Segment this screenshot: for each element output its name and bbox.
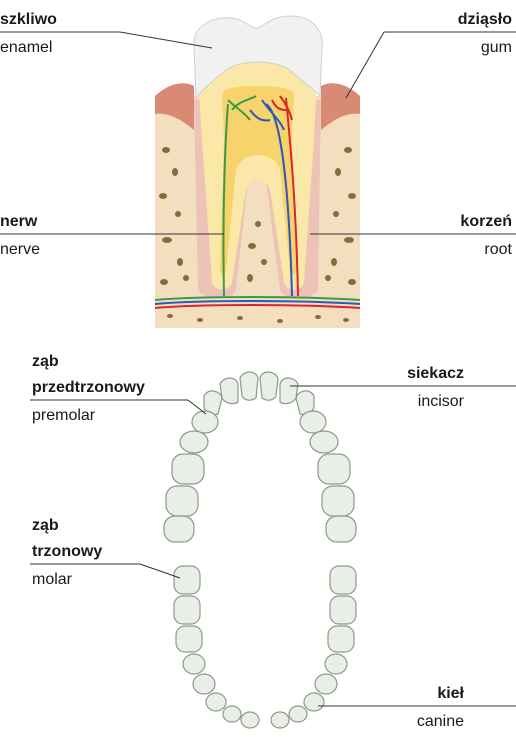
label-enamel-en: enamel [0,38,52,57]
label-gum-en: gum [481,38,512,57]
lower-arch [174,566,356,728]
tooth-lower-incisor-1 [223,706,241,722]
tooth-lower-canine-1 [206,693,226,711]
tooth-lower-canine-2 [304,693,324,711]
label-gum-pl: dziąsło [458,10,512,29]
label-canine-en: canine [417,712,464,731]
tooth-molar-2 [318,454,350,484]
tooth-lower-incisor-4 [271,712,289,728]
tooth-incisor-4 [280,378,298,404]
tooth-lower-premolar-1 [183,654,205,674]
tooth-molar-1 [172,454,204,484]
tooth-premolar-4 [310,431,338,453]
label-canine-pl: kieł [437,684,464,703]
tooth-lower-premolar-4 [315,674,337,694]
label-premolar-pl-2: przedtrzonowy [32,378,145,397]
tooth-molar-3 [166,486,198,516]
tooth-molar-5 [164,516,194,542]
tooth-lower-molar-3 [174,596,200,624]
tooth-incisor-2 [260,372,278,400]
tooth-molar-6 [326,516,356,542]
label-molar-pl-1: ząb [32,516,59,535]
label-nerve-pl: nerw [0,212,37,231]
tooth-premolar-1 [192,411,218,433]
tooth-lower-molar-4 [330,596,356,624]
label-incisor-en: incisor [418,392,464,411]
label-premolar-en: premolar [32,406,95,425]
upper-arch [164,372,356,542]
label-root-pl: korzeń [460,212,512,231]
tooth-premolar-3 [180,431,208,453]
tooth-lower-incisor-3 [241,712,259,728]
premolar-leader-line-diag [188,400,206,414]
label-enamel-pl: szkliwo [0,10,57,29]
label-molar-en: molar [32,570,72,589]
label-root-en: root [484,240,512,259]
tooth-lower-molar-2 [330,566,356,594]
label-incisor-pl: siekacz [407,364,464,383]
label-molar-pl-2: trzonowy [32,542,102,561]
tooth-lower-incisor-2 [289,706,307,722]
tooth-incisor-1 [240,372,258,400]
tooth-lower-molar-5 [176,626,202,652]
label-premolar-pl-1: ząb [32,352,59,371]
tooth-lower-premolar-3 [193,674,215,694]
tooth-lower-molar-1 [174,566,200,594]
molar-leader-line-diag [140,564,180,578]
tooth-molar-4 [322,486,354,516]
label-nerve-en: nerve [0,240,40,259]
tooth-lower-molar-6 [328,626,354,652]
tooth-premolar-2 [300,411,326,433]
tooth-lower-premolar-2 [325,654,347,674]
tooth-incisor-3 [220,378,238,404]
